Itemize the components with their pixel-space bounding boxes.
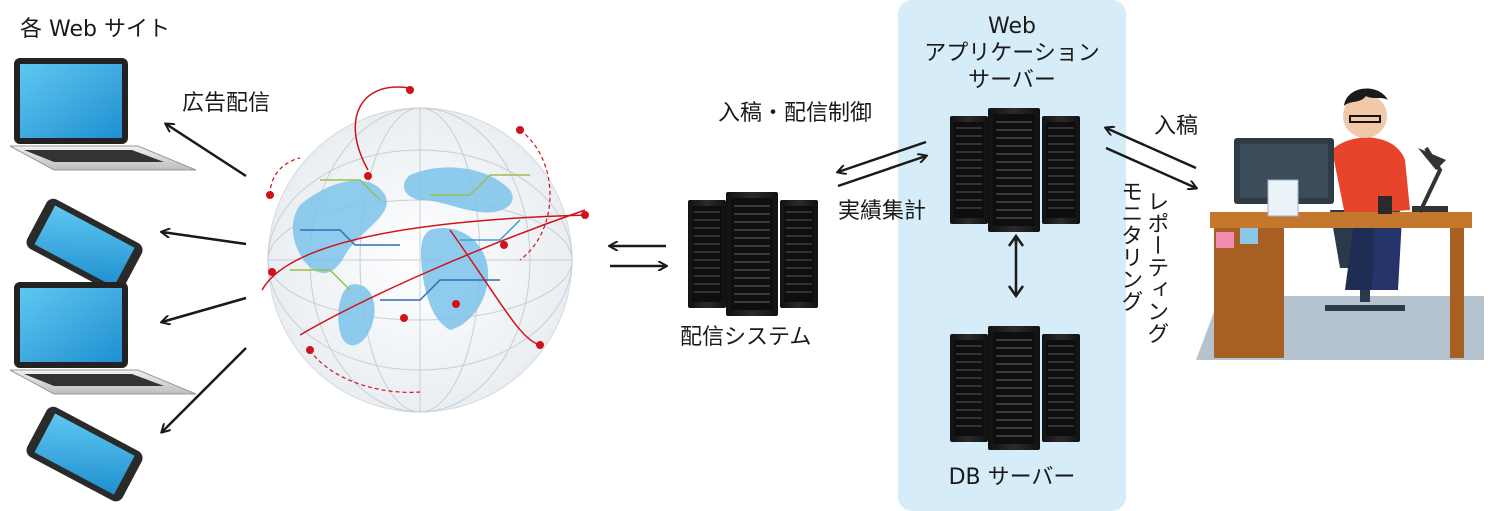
reporting-label: レポーティング: [1143, 190, 1169, 344]
submit-control-label: 入稿・配信制御: [718, 101, 873, 126]
operator-arrows: [1106, 128, 1196, 188]
delivery-system-label: 配信システム: [680, 325, 812, 350]
laptop-icon-2: [9, 281, 197, 395]
web-app-server-title-line1: Web: [988, 14, 1036, 39]
delivery-system-server-icon: [688, 192, 818, 316]
ad-delivery-arrows: [162, 124, 247, 432]
db-server-icon: [950, 326, 1080, 450]
globe-delivery-arrows: [610, 246, 666, 266]
monitoring-label: モニタリング: [1117, 180, 1143, 312]
websites-label: 各 Web サイト: [20, 17, 170, 42]
tablet-icon-1: [23, 196, 146, 297]
results-aggregation-label: 実績集計: [838, 199, 927, 224]
ad-delivery-label: 広告配信: [182, 91, 271, 116]
app-db-arrow: [1007, 233, 1025, 299]
submit-control-arrows: [838, 140, 926, 188]
operator-desk-illustration: [1196, 88, 1484, 360]
tablet-icon-2: [23, 404, 146, 505]
globe-network-icon: [261, 86, 589, 413]
web-app-server-title-line3: サーバー: [968, 68, 1056, 93]
submit-label: 入稿: [1154, 114, 1199, 139]
web-app-server-icon: [950, 108, 1080, 232]
laptop-icon-1: [9, 57, 197, 171]
db-server-label: DB サーバー: [948, 465, 1076, 490]
web-app-server-title-line2: アプリケーション: [924, 41, 1100, 66]
